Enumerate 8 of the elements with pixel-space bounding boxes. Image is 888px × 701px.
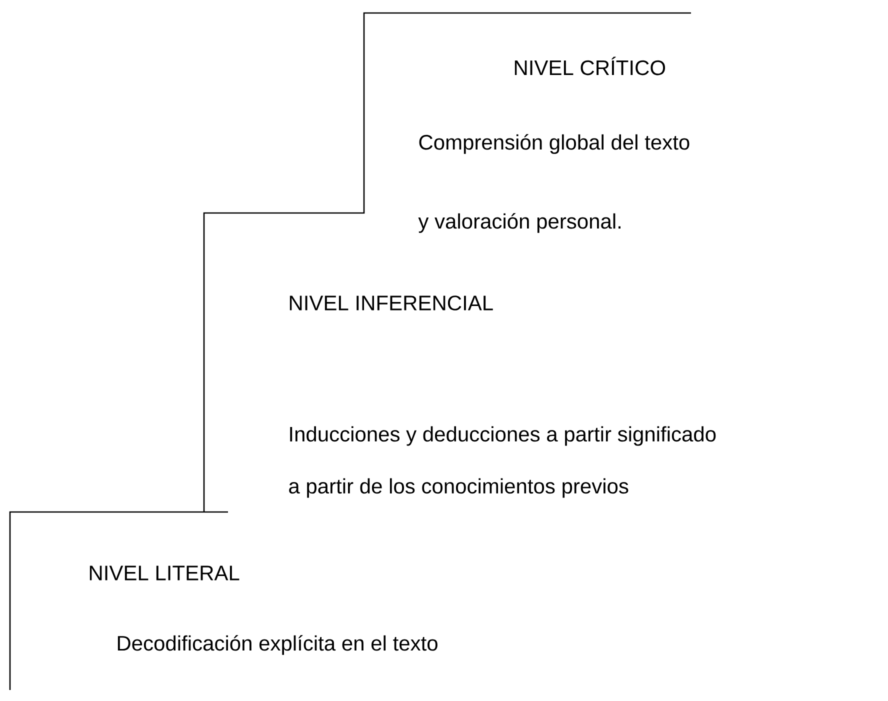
description-text: Comprensión global del texto bbox=[419, 134, 690, 154]
level-heading: NIVEL CRÍTICO bbox=[514, 56, 666, 76]
description-text: Inducciones y deducciones a partir significado bbox=[290, 426, 716, 446]
level-heading: NIVEL LITERAL bbox=[90, 566, 240, 580]
level-heading: NIVEL INFERENCIAL bbox=[290, 296, 493, 310]
description-text: Decodificación explícita en el texto bbox=[118, 635, 438, 655]
description-text: y valoración personal. bbox=[418, 213, 621, 233]
description-text: a partir de los conocimientos previos bbox=[289, 478, 628, 498]
